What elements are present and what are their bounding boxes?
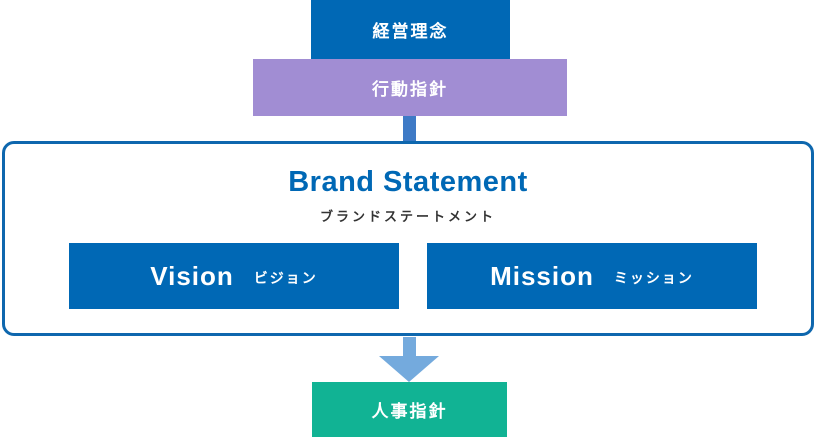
down-arrow-stem xyxy=(403,337,416,356)
vision-box: Vision ビジョン xyxy=(69,243,399,309)
brand-statement-title: Brand Statement xyxy=(288,166,528,198)
action-guidelines-box: 行動指針 xyxy=(253,59,567,116)
brand-statement-subtitle: ブランドステートメント xyxy=(319,209,496,224)
vision-label-en: Vision xyxy=(150,260,234,291)
management-philosophy-box: 経営理念 xyxy=(311,0,510,59)
hr-guidelines-box: 人事指針 xyxy=(312,382,507,437)
mission-label-ja: ミッション xyxy=(613,270,694,286)
action-guidelines-label: 行動指針 xyxy=(372,80,448,99)
mission-box: Mission ミッション xyxy=(427,243,757,309)
vision-label-ja: ビジョン xyxy=(253,270,318,286)
mission-label-en: Mission xyxy=(490,260,594,291)
brand-statement-panel: Brand Statement ブランドステートメント Vision ビジョン … xyxy=(2,141,814,336)
hr-guidelines-label: 人事指針 xyxy=(371,402,448,421)
down-arrow-icon xyxy=(379,356,439,382)
management-philosophy-label: 経営理念 xyxy=(372,22,449,41)
connector-line xyxy=(403,116,416,143)
